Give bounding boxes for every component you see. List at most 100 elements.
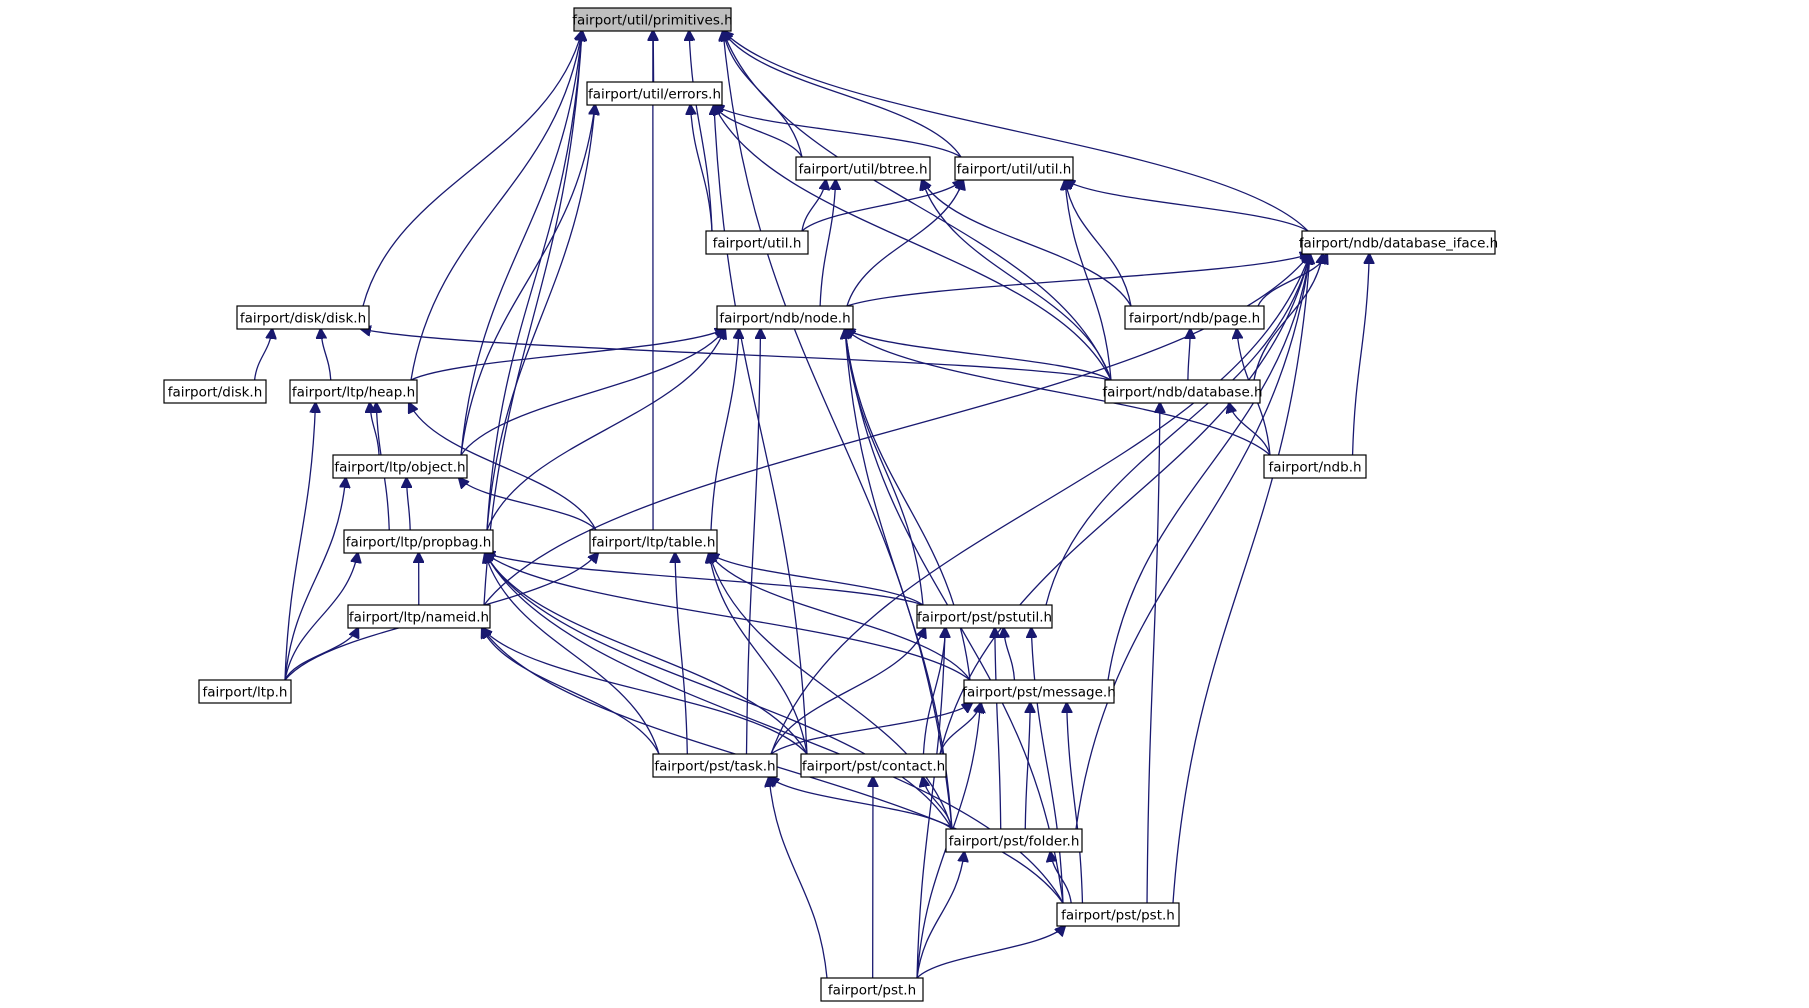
node-util_top[interactable]: fairport/util.h	[705, 230, 809, 255]
node-util_h[interactable]: fairport/util/util.h	[954, 156, 1074, 181]
edge-propbag-to-errors	[486, 105, 595, 531]
node-box	[163, 379, 267, 404]
edge-message-to-propbag	[485, 553, 971, 681]
node-box	[573, 7, 732, 32]
node-box	[1056, 902, 1180, 927]
node-errors[interactable]: fairport/util/errors.h	[586, 81, 723, 106]
edge-database-to-node	[845, 329, 1112, 381]
edge-pstutil-to-propbag	[485, 553, 924, 606]
edge-message-to-database_iface	[1107, 254, 1310, 681]
edge-database_iface-to-primitives	[723, 31, 1309, 232]
edge-pst_h-to-database_iface	[1172, 254, 1310, 904]
node-ndb_top[interactable]: fairport/ndb.h	[1263, 454, 1367, 479]
edge-ndb_top-to-node	[845, 329, 1271, 456]
node-label: fairport/ndb/database.h	[1102, 385, 1262, 401]
edge-node-to-btree	[819, 180, 836, 307]
edge-object-to-node	[460, 329, 725, 456]
node-primitives[interactable]: fairport/util/primitives.h	[572, 7, 733, 32]
node-contact[interactable]: fairport/pst/contact.h	[800, 753, 947, 778]
edge-database-to-util_h	[1065, 180, 1112, 381]
edge-contact-to-table	[709, 553, 808, 755]
edge-database-to-errors	[714, 105, 1112, 381]
edge-task-to-pstutil	[770, 628, 925, 755]
edge-ltp_top-to-object	[284, 478, 346, 681]
node-box	[916, 604, 1053, 629]
node-label: fairport/ltp/table.h	[592, 535, 716, 551]
node-pstutil[interactable]: fairport/pst/pstutil.h	[916, 604, 1053, 629]
node-node[interactable]: fairport/ndb/node.h	[716, 305, 854, 330]
node-database[interactable]: fairport/ndb/database.h	[1102, 379, 1263, 404]
node-table[interactable]: fairport/ltp/table.h	[589, 529, 718, 554]
node-box	[586, 81, 723, 106]
node-folder[interactable]: fairport/pst/folder.h	[945, 828, 1083, 853]
edge-btree-to-errors	[714, 105, 803, 158]
node-task[interactable]: fairport/pst/task.h	[652, 753, 778, 778]
node-label: fairport/util.h	[713, 236, 802, 252]
node-page[interactable]: fairport/ndb/page.h	[1124, 305, 1265, 330]
edge-task-to-propbag	[485, 553, 660, 755]
node-box	[289, 379, 418, 404]
node-label: fairport/pst/contact.h	[802, 759, 945, 775]
edge-pst_h-to-message	[1067, 703, 1084, 904]
node-box	[1104, 379, 1261, 404]
edge-pstutil-to-node	[845, 329, 924, 606]
node-box	[800, 753, 947, 778]
node-box	[1263, 454, 1367, 479]
node-ltp_top[interactable]: fairport/ltp.h	[198, 679, 292, 704]
node-box	[820, 977, 924, 1002]
edge-database_iface-to-util_h	[1065, 180, 1309, 232]
node-propbag[interactable]: fairport/ltp/propbag.h	[343, 529, 494, 554]
node-label: fairport/ndb/page.h	[1129, 311, 1260, 327]
edge-table-to-object	[459, 478, 597, 531]
node-box	[1124, 305, 1265, 330]
node-label: fairport/ltp.h	[202, 685, 287, 701]
edge-pstutil-to-database_iface	[1045, 254, 1310, 606]
node-box	[1301, 230, 1496, 255]
edge-disk_top-to-disk_disk	[253, 329, 273, 381]
edge-folder-to-table	[709, 553, 953, 830]
node-label: fairport/ndb/database_iface.h	[1299, 236, 1498, 252]
edge-util_top-to-util_h	[801, 180, 963, 232]
node-box	[945, 828, 1083, 853]
node-pst_h[interactable]: fairport/pst/pst.h	[1056, 902, 1180, 927]
edge-heap-to-disk_disk	[321, 329, 332, 381]
edge-ndb_top-to-database_iface	[1351, 254, 1370, 456]
node-pst_top[interactable]: fairport/pst.h	[820, 977, 924, 1002]
edge-node-to-database_iface	[846, 254, 1310, 307]
edge-task-to-database_iface	[770, 254, 1310, 755]
node-box	[652, 753, 778, 778]
node-btree[interactable]: fairport/util/btree.h	[795, 156, 931, 181]
node-database_iface[interactable]: fairport/ndb/database_iface.h	[1299, 230, 1498, 255]
edge-task-to-nameid	[482, 628, 660, 755]
node-label: fairport/ltp/nameid.h	[349, 610, 489, 626]
node-label: fairport/ltp/heap.h	[292, 385, 415, 401]
node-heap[interactable]: fairport/ltp/heap.h	[289, 379, 418, 404]
node-label: fairport/disk/disk.h	[240, 311, 366, 327]
edge-folder-to-task	[769, 777, 953, 830]
node-label: fairport/pst/message.h	[962, 685, 1116, 701]
edge-pst_h-to-folder	[1050, 852, 1072, 904]
edge-page-to-btree	[922, 180, 1132, 307]
node-box	[236, 305, 370, 330]
node-label: fairport/pst/pst.h	[1061, 908, 1175, 924]
edge-heap-to-primitives	[410, 31, 582, 381]
edge-propbag-to-primitives	[486, 31, 582, 531]
node-box	[332, 454, 468, 479]
node-label: fairport/ltp/object.h	[334, 460, 465, 476]
node-object[interactable]: fairport/ltp/object.h	[332, 454, 468, 479]
dependency-edges	[253, 31, 1370, 979]
node-message[interactable]: fairport/pst/message.h	[962, 679, 1116, 704]
edge-ltp_top-to-propbag	[284, 553, 358, 681]
node-label: fairport/util/btree.h	[798, 162, 927, 178]
edge-table-to-heap	[409, 403, 597, 531]
edge-propbag-to-object	[406, 478, 410, 531]
node-label: fairport/util/util.h	[957, 162, 1072, 178]
edge-message-to-table	[709, 553, 971, 681]
edge-database-to-btree	[922, 180, 1112, 381]
node-box	[347, 604, 491, 629]
edge-disk_disk-to-primitives	[362, 31, 582, 307]
node-disk_disk[interactable]: fairport/disk/disk.h	[236, 305, 370, 330]
node-disk_top[interactable]: fairport/disk.h	[163, 379, 267, 404]
edge-object-to-heap	[370, 403, 380, 456]
node-nameid[interactable]: fairport/ltp/nameid.h	[347, 604, 491, 629]
